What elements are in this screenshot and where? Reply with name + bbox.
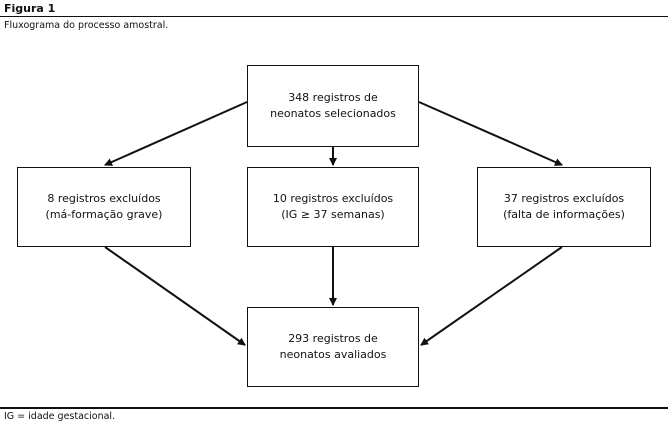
box-missing-line1: 37 registros excluídos xyxy=(503,192,625,205)
footnote: IG = idade gestacional. xyxy=(4,411,116,422)
box-evaluated-line2: neonatos avaliados xyxy=(279,348,387,361)
box-malformation-line1: 8 registros excluídos xyxy=(47,192,161,205)
bottom-rule xyxy=(0,407,668,409)
box-excluded-gestational-age: 10 registros excluídos (IG ≥ 37 semanas) xyxy=(247,167,419,247)
box-evaluated-records: 293 registros de neonatos avaliados xyxy=(247,307,419,387)
box-gestational-line1: 10 registros excluídos xyxy=(272,192,394,205)
box-selected-line2: neonatos selecionados xyxy=(270,107,396,120)
box-evaluated-line1: 293 registros de xyxy=(288,332,378,345)
box-excluded-missing-info: 37 registros excluídos (falta de informa… xyxy=(477,167,651,247)
figure-caption: Fluxograma do processo amostral. xyxy=(4,20,169,31)
arrow-top-to-left xyxy=(104,101,248,166)
box-excluded-malformation: 8 registros excluídos (má-formação grave… xyxy=(17,167,191,247)
box-malformation-line2: (má-formação grave) xyxy=(45,208,163,221)
top-rule xyxy=(0,16,668,17)
arrow-top-to-right xyxy=(418,101,563,166)
box-gestational-line2: (IG ≥ 37 semanas) xyxy=(281,208,385,221)
arrow-right-to-bottom xyxy=(420,246,563,346)
box-selected-line1: 348 registros de xyxy=(288,91,378,104)
figure-label: Figura 1 xyxy=(4,2,56,15)
arrow-left-to-bottom xyxy=(104,246,246,346)
box-selected-records: 348 registros de neonatos selecionados xyxy=(247,65,419,147)
box-missing-line2: (falta de informações) xyxy=(503,208,625,221)
